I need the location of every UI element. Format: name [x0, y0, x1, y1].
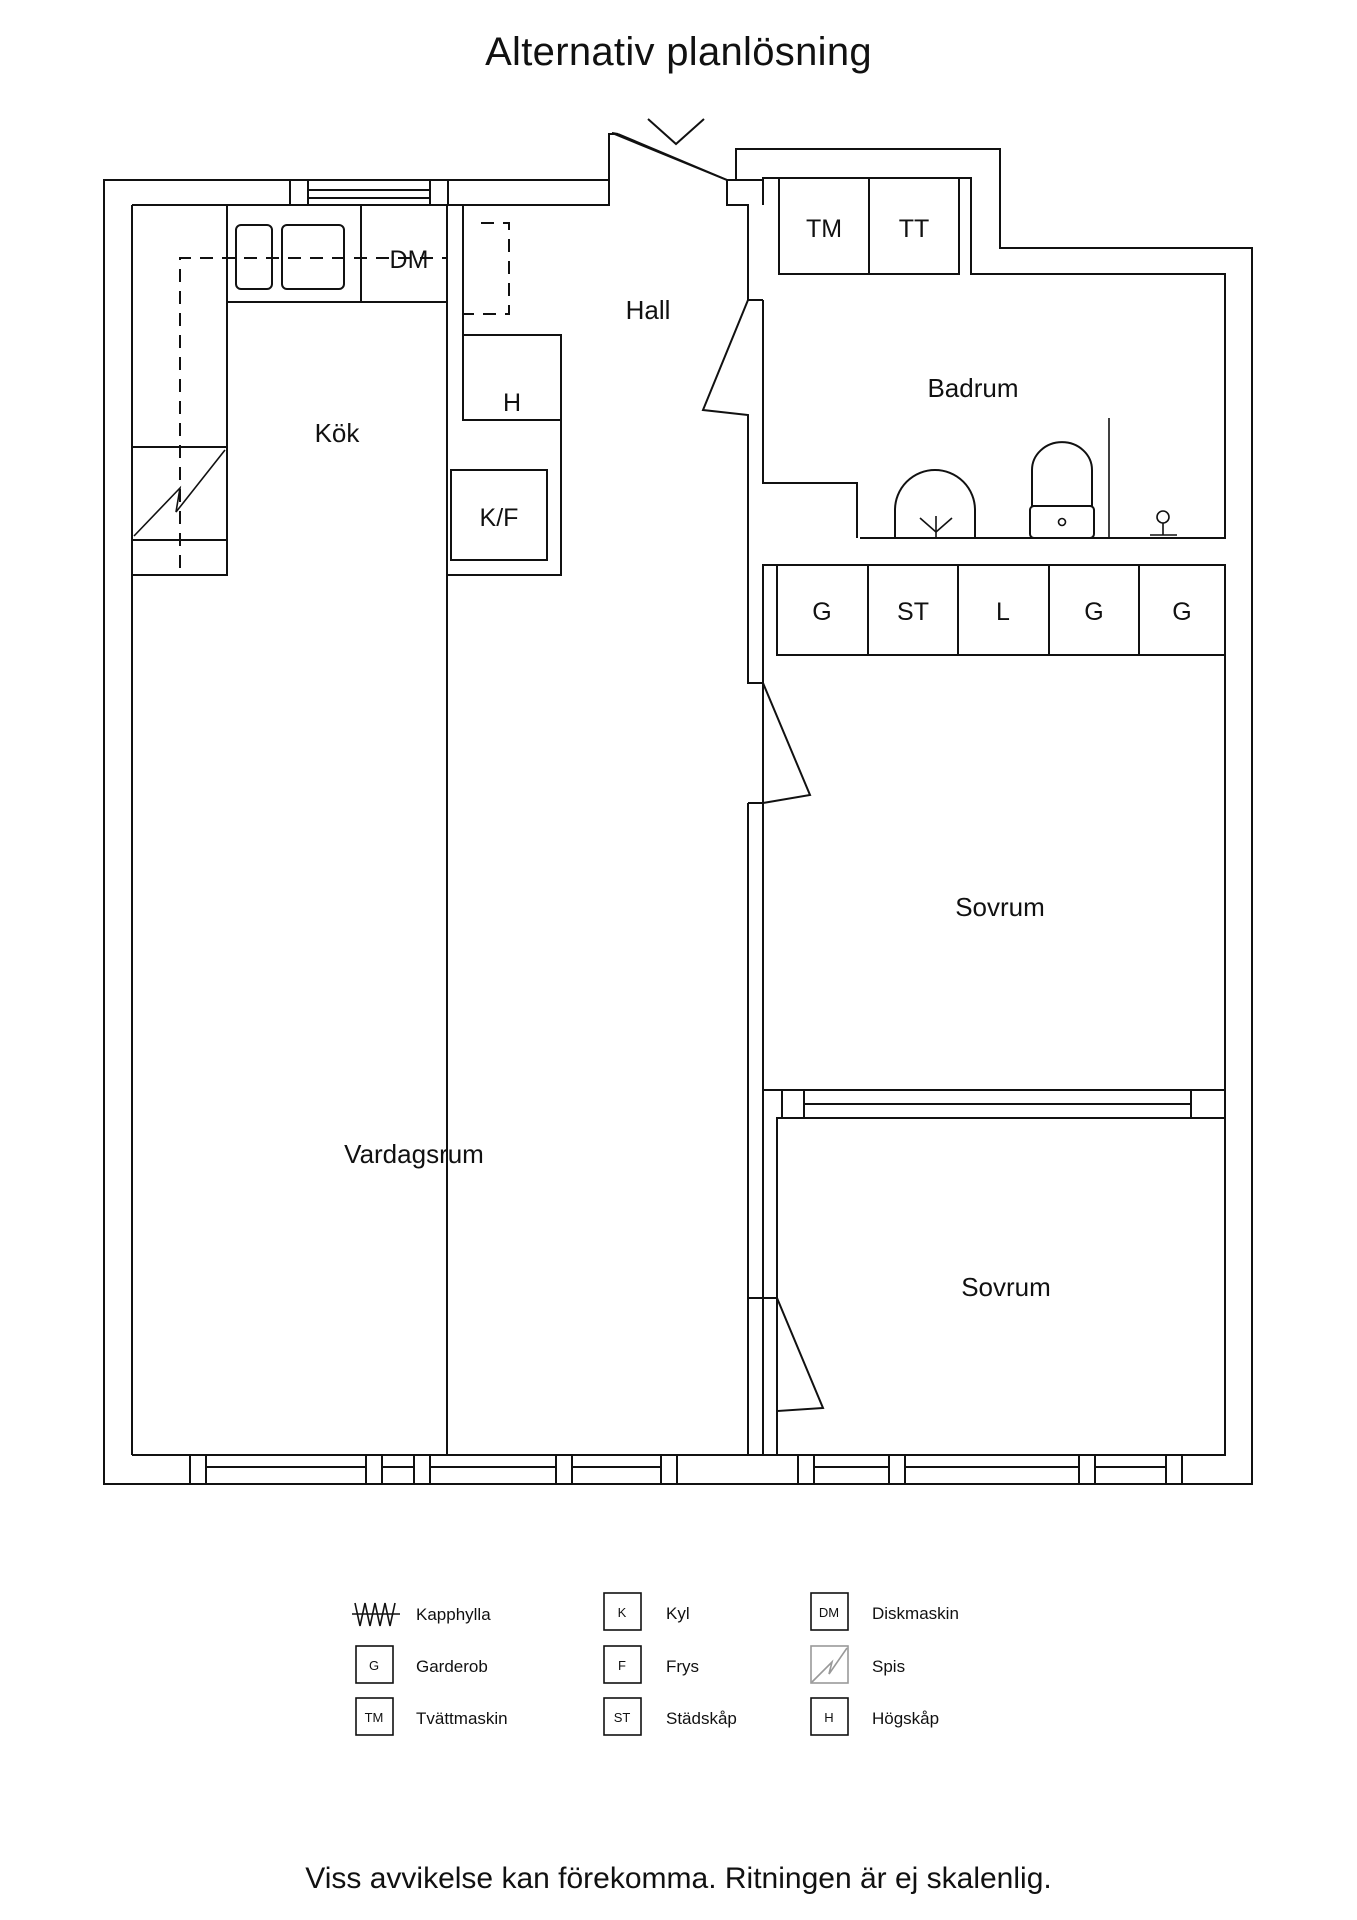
room-label-vardagsrum: Vardagsrum — [344, 1139, 484, 1169]
legend-label-hogskap: Högskåp — [872, 1709, 939, 1728]
legend-label-garderob: Garderob — [416, 1657, 488, 1676]
legend-key-f: F — [618, 1658, 626, 1673]
room-label-badrum: Badrum — [927, 373, 1018, 403]
legend-key-tm: TM — [365, 1710, 384, 1725]
kitchen-window — [289, 179, 449, 206]
inner-wall-living — [446, 180, 749, 1456]
legend-key-k: K — [618, 1605, 627, 1620]
bottom-windows — [189, 1454, 1183, 1485]
page-title: Alternativ planlösning — [485, 30, 872, 74]
dryer-label: TT — [899, 215, 930, 243]
footer-note: Viss avvikelse kan förekomma. Ritningen … — [305, 1862, 1052, 1895]
legend-label-spis: Spis — [872, 1657, 905, 1676]
room-label-sovrum-1: Sovrum — [955, 892, 1045, 922]
tall-cabinet-label: H — [503, 389, 521, 417]
kitchen-tall-units — [446, 205, 562, 576]
legend-label-frys: Frys — [666, 1657, 699, 1676]
outer-wall — [103, 148, 1253, 1485]
bedroom-1-door — [762, 682, 812, 804]
legend-key-g: G — [369, 1658, 379, 1673]
fridge-freezer-label: K/F — [480, 504, 519, 532]
wardrobe-1-label: G — [812, 598, 831, 626]
hall-partition — [701, 299, 763, 684]
washbasin-icon — [1150, 510, 1177, 536]
room-label-sovrum-2: Sovrum — [961, 1272, 1051, 1302]
shower-icon — [894, 469, 976, 538]
stove-icon — [810, 1645, 849, 1684]
wardrobe-row — [776, 564, 1226, 656]
bedroom-2-door — [748, 1297, 825, 1455]
coat-rack-icon — [352, 1602, 400, 1627]
toilet-icon — [1029, 441, 1095, 539]
legend-label-kyl: Kyl — [666, 1604, 690, 1623]
laundry-units — [778, 177, 960, 275]
cleaning-cupboard-label: ST — [897, 598, 929, 626]
dishwasher-label: DM — [390, 246, 429, 274]
washing-machine-label: TM — [806, 215, 842, 243]
legend-label-diskmaskin: Diskmaskin — [872, 1604, 959, 1623]
entrance-arrow-icon — [647, 118, 705, 146]
wardrobe-3-label: G — [1172, 598, 1191, 626]
wardrobe-2-label: G — [1084, 598, 1103, 626]
room-label-hall: Hall — [626, 295, 671, 325]
room-label-kok: Kök — [315, 418, 361, 448]
legend-key-st: ST — [614, 1710, 631, 1725]
legend-label-stadskap: Städskåp — [666, 1709, 737, 1728]
legend-key-dm: DM — [819, 1605, 839, 1620]
legend-label-tvattmaskin: Tvättmaskin — [416, 1709, 508, 1728]
bedroom-divider — [776, 1089, 1226, 1456]
linen-cupboard-label: L — [996, 598, 1010, 626]
legend-label-kapphylla: Kapphylla — [416, 1605, 491, 1624]
legend-key-h: H — [824, 1710, 833, 1725]
legend: Kapphylla G Garderob TM Tvättmaskin K Ky… — [352, 1592, 959, 1736]
